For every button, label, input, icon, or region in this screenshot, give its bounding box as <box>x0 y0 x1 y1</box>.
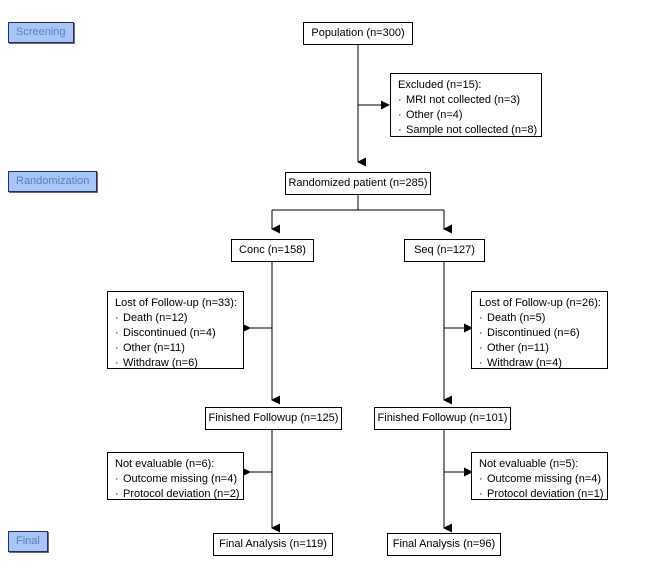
node-finished-followup-conc[interactable]: Finished Followup (n=125) <box>205 407 342 430</box>
node-lost-followup-conc[interactable]: Lost of Follow-up (n=33): Death (n=12) D… <box>107 291 244 371</box>
list-item: Other (n=4) <box>398 108 535 123</box>
list-item: Withdraw (n=6) <box>115 356 237 371</box>
node-not-evaluable-conc-head: Not evaluable (n=6): <box>115 458 215 470</box>
node-final-analysis-conc-label: Final Analysis (n=119) <box>219 538 327 550</box>
list-item: Other (n=11) <box>115 341 237 356</box>
list-item: Sample not collected (n=8) <box>398 123 537 138</box>
node-arm-seq-label: Seq (n=127) <box>414 244 475 256</box>
node-not-evaluable-seq[interactable]: Not evaluable (n=5): Outcome missing (n=… <box>471 452 608 502</box>
node-finished-followup-conc-label: Finished Followup (n=125) <box>208 412 339 424</box>
node-arm-seq[interactable]: Seq (n=127) <box>404 239 485 262</box>
node-population[interactable]: Population (n=300) <box>303 22 413 45</box>
list-item: Protocol deviation (n=1) <box>479 487 603 502</box>
node-final-analysis-seq-label: Final Analysis (n=96) <box>392 538 496 550</box>
node-arm-conc[interactable]: Conc (n=158) <box>231 239 314 262</box>
node-not-evaluable-conc[interactable]: Not evaluable (n=6): Outcome missing (n=… <box>107 452 244 502</box>
list-item: Outcome missing (n=4) <box>479 472 601 487</box>
node-arm-conc-label: Conc (n=158) <box>239 244 306 256</box>
list-item: Death (n=12) <box>115 311 237 326</box>
node-randomized-patient[interactable]: Randomized patient (n=285) <box>285 172 431 195</box>
stage-label-screening: Screening <box>8 22 74 43</box>
node-randomized-patient-label: Randomized patient (n=285) <box>288 177 428 189</box>
node-lost-followup-conc-head: Lost of Follow-up (n=33): <box>115 297 237 309</box>
list-item: Discontinued (n=4) <box>115 326 237 341</box>
node-lost-followup-seq-list: Death (n=5) Discontinued (n=6) Other (n=… <box>479 311 601 371</box>
list-item: Withdraw (n=4) <box>479 356 601 371</box>
list-item: Discontinued (n=6) <box>479 326 601 341</box>
node-finished-followup-seq-label: Finished Followup (n=101) <box>377 412 508 424</box>
list-item: Outcome missing (n=4) <box>115 472 237 487</box>
node-final-analysis-seq[interactable]: Final Analysis (n=96) <box>387 533 501 556</box>
list-item: MRI not collected (n=3) <box>398 93 535 108</box>
node-excluded[interactable]: Excluded (n=15): MRI not collected (n=3)… <box>390 73 542 138</box>
stage-label-final: Final <box>8 531 48 552</box>
node-excluded-head: Excluded (n=15): <box>398 79 482 91</box>
node-lost-followup-seq[interactable]: Lost of Follow-up (n=26): Death (n=5) Di… <box>471 291 608 371</box>
node-lost-followup-conc-list: Death (n=12) Discontinued (n=4) Other (n… <box>115 311 237 371</box>
node-finished-followup-seq[interactable]: Finished Followup (n=101) <box>374 407 511 430</box>
node-lost-followup-seq-head: Lost of Follow-up (n=26): <box>479 297 601 309</box>
list-item: Protocol deviation (n=2) <box>115 487 239 502</box>
node-not-evaluable-seq-head: Not evaluable (n=5): <box>479 458 579 470</box>
node-final-analysis-conc[interactable]: Final Analysis (n=119) <box>213 533 333 556</box>
stage-label-randomization: Randomization <box>8 171 98 192</box>
node-excluded-list: MRI not collected (n=3) Other (n=4) Samp… <box>398 93 537 138</box>
list-item: Other (n=11) <box>479 341 601 356</box>
list-item: Death (n=5) <box>479 311 601 326</box>
node-population-label: Population (n=300) <box>311 27 405 39</box>
node-not-evaluable-seq-list: Outcome missing (n=4) Protocol deviation… <box>479 472 603 502</box>
node-not-evaluable-conc-list: Outcome missing (n=4) Protocol deviation… <box>115 472 239 502</box>
